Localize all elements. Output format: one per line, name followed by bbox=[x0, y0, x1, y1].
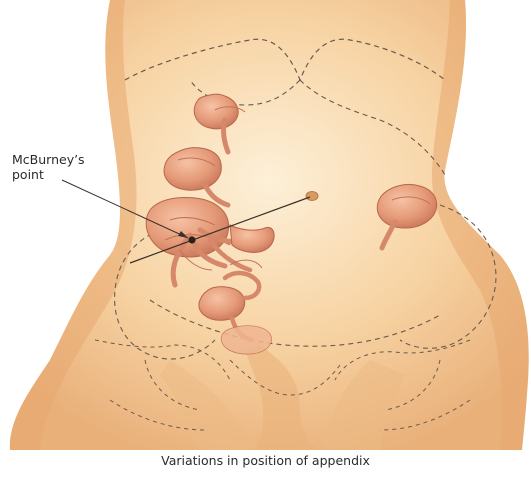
umbilicus bbox=[306, 192, 318, 201]
mcburney-point-label: McBurney’s point bbox=[12, 152, 82, 182]
figure-caption: Variations in position of appendix bbox=[0, 453, 531, 468]
mcburney-point-dot bbox=[188, 236, 195, 243]
label-line-2: point bbox=[12, 167, 82, 182]
label-line-1: McBurney’s bbox=[12, 152, 82, 167]
appendix-variant-lowest bbox=[221, 326, 271, 354]
